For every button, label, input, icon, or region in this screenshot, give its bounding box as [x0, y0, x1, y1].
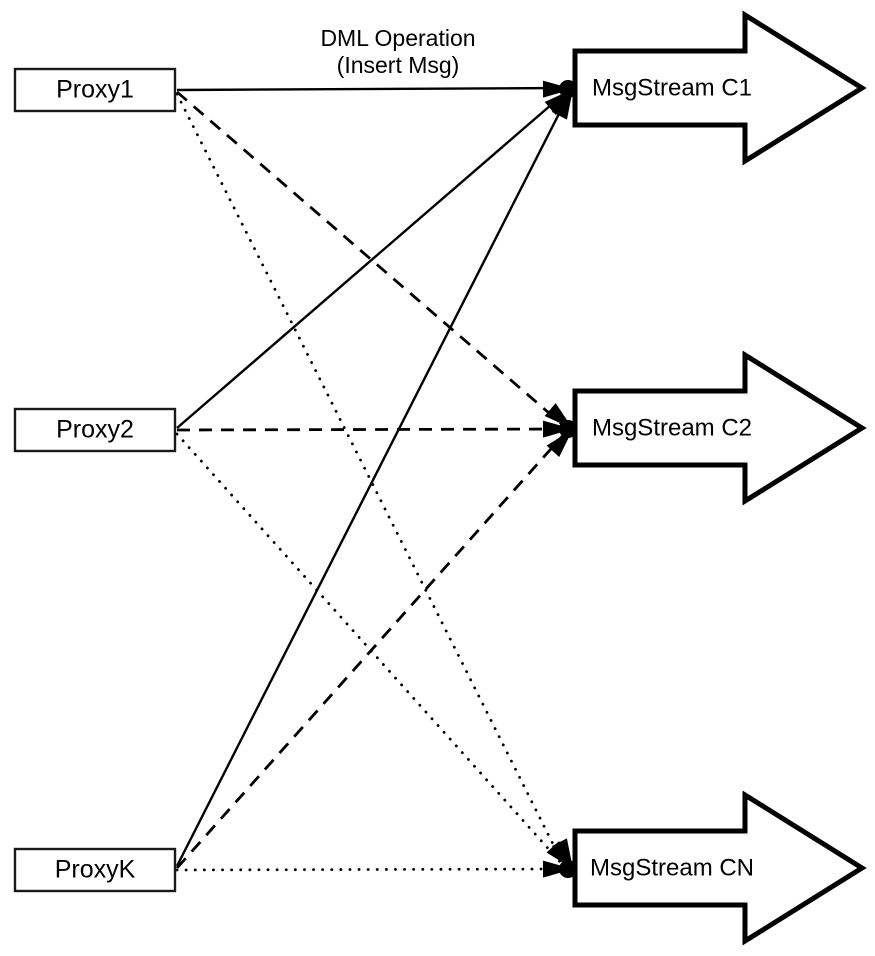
- block-arrow-shape[interactable]: [572, 350, 867, 506]
- msgstream-node-cn[interactable]: MsgStream CN: [572, 790, 867, 946]
- proxy-box-rect[interactable]: [13, 407, 177, 453]
- proxy-node-proxy2[interactable]: Proxy2: [13, 407, 177, 453]
- link-proxy1-to-msgstream-c1[interactable]: [176, 86, 567, 92]
- msgstream-label: MsgStream CN: [590, 854, 754, 881]
- link-proxy1-to-msgstream-cn[interactable]: [175, 92, 564, 864]
- proxy-node-proxy1[interactable]: Proxy1: [13, 67, 177, 113]
- proxy-label: Proxy2: [56, 416, 134, 444]
- proxy-label: ProxyK: [55, 856, 136, 884]
- edge-annotation-dml-operation: DML Operation (Insert Msg): [320, 25, 475, 78]
- link-proxy2-to-msgstream-c1[interactable]: [176, 91, 567, 429]
- link-layer: [175, 86, 570, 872]
- proxy-node-proxyk[interactable]: ProxyK: [13, 847, 177, 893]
- arrowhead-triangle: [542, 860, 573, 878]
- msgstream-label: MsgStream C1: [592, 74, 752, 101]
- link-proxy2-to-msgstream-cn[interactable]: [175, 432, 564, 866]
- msgstream-label: MsgStream C2: [592, 414, 752, 441]
- block-arrow-shape[interactable]: [572, 10, 867, 166]
- arrowhead-icon-msgstream-cn: [542, 838, 577, 878]
- arrowhead-triangle: [542, 80, 573, 98]
- edge-annotation-line2: (Insert Msg): [337, 52, 460, 78]
- link-proxyk-to-msgstream-c1[interactable]: [175, 95, 570, 867]
- arrowhead-icon-msgstream-c1: [542, 80, 577, 120]
- msgstream-node-c1[interactable]: MsgStream C1: [572, 10, 867, 166]
- proxy-box-rect[interactable]: [13, 847, 177, 893]
- block-arrow-shape[interactable]: [572, 790, 867, 946]
- edge-annotation-line1: DML Operation: [320, 25, 475, 51]
- link-proxy2-to-msgstream-c2[interactable]: [176, 427, 565, 432]
- arrowhead-layer: [542, 80, 577, 878]
- proxy-box-rect[interactable]: [13, 67, 177, 113]
- msgstream-node-c2[interactable]: MsgStream C2: [572, 350, 867, 506]
- link-proxyk-to-msgstream-cn[interactable]: [175, 867, 564, 872]
- link-proxyk-to-msgstream-c2[interactable]: [175, 431, 568, 869]
- proxy-label: Proxy1: [56, 76, 134, 104]
- link-proxy1-to-msgstream-c2[interactable]: [176, 90, 565, 428]
- arrowhead-triangle: [542, 420, 573, 438]
